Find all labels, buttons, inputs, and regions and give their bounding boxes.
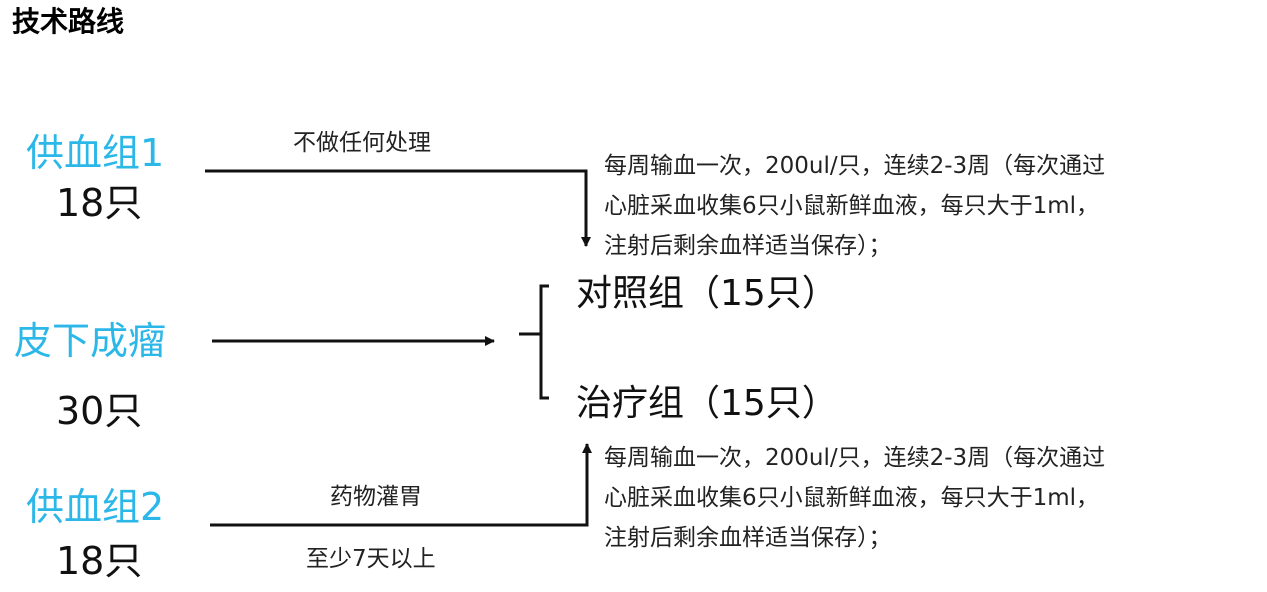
donor-group-1-count: 18只 <box>56 181 143 225</box>
control-group-note-line: 每周输血一次，200ul/只，连续2-3周（每次通过 <box>604 153 1106 179</box>
treatment-group-note-line: 注射后剩余血样适当保存）； <box>604 525 892 551</box>
control-group-note: 每周输血一次，200ul/只，连续2-3周（每次通过 心脏采血收集6只小鼠新鲜血… <box>604 146 1244 266</box>
donor-group-1-arrow-label: 不做任何处理 <box>293 130 431 156</box>
donor-group-1-name: 供血组1 <box>26 131 165 175</box>
page-title: 技术路线 <box>12 5 125 38</box>
treatment-group-note-line: 心脏采血收集6只小鼠新鲜血液，每只大于1ml， <box>604 485 1100 511</box>
donor-group-1-connector <box>205 169 591 247</box>
tumor-group-name: 皮下成瘤 <box>14 319 167 363</box>
donor-group-2-name: 供血组2 <box>26 485 165 529</box>
control-group-note-line: 心脏采血收集6只小鼠新鲜血液，每只大于1ml， <box>604 193 1100 219</box>
treatment-group-note: 每周输血一次，200ul/只，连续2-3周（每次通过 心脏采血收集6只小鼠新鲜血… <box>604 438 1244 558</box>
control-group-label: 对照组（15只） <box>576 273 838 314</box>
donor-group-2-duration-label: 至少7天以上 <box>306 546 436 572</box>
treatment-group-note-line: 每周输血一次，200ul/只，连续2-3周（每次通过 <box>604 445 1106 471</box>
donor-group-2-count: 18只 <box>56 539 143 583</box>
donor-group-2-arrow-label: 药物灌胃 <box>330 484 422 510</box>
group-split-brace <box>519 284 549 400</box>
control-group-note-line: 注射后剩余血样适当保存）； <box>604 233 892 259</box>
tumor-group-count: 30只 <box>56 389 143 433</box>
treatment-group-label: 治疗组（15只） <box>576 383 838 424</box>
